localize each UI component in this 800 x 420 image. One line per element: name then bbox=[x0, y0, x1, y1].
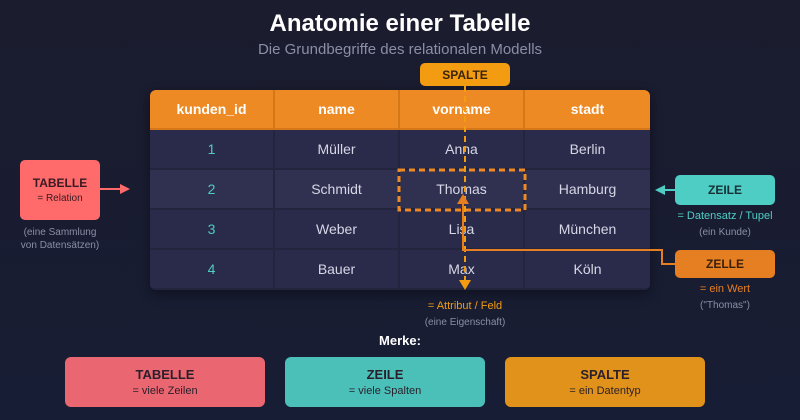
tabelle-note: von Datensätzen) bbox=[20, 240, 100, 251]
tabelle-callout-sub: = Relation bbox=[37, 193, 83, 204]
cell-arrow-head bbox=[457, 194, 469, 204]
row-arrow-head bbox=[655, 185, 665, 195]
table-cell: Köln bbox=[525, 250, 650, 290]
page-subtitle: Die Grundbegriffe des relationalen Model… bbox=[257, 41, 543, 58]
zelle-callout-title: ZELLE bbox=[706, 257, 744, 271]
cell-highlight-frame bbox=[397, 168, 527, 212]
table-cell: 2 bbox=[150, 170, 275, 210]
zelle-sub: = ein Wert bbox=[699, 283, 751, 295]
merke-card-title: TABELLE bbox=[135, 367, 195, 382]
table-cell: Bauer bbox=[275, 250, 400, 290]
zeile-callout: ZEILE bbox=[675, 175, 775, 205]
spalte-callout: SPALTE bbox=[420, 63, 510, 86]
tabelle-note: (eine Sammlung bbox=[23, 227, 97, 238]
column-header: kunden_id bbox=[150, 90, 275, 130]
column-header: vorname bbox=[400, 90, 525, 130]
merke-card-zeile: ZEILE = viele Spalten bbox=[285, 357, 485, 407]
spalte-note: (eine Eigenschaft) bbox=[424, 317, 506, 328]
merke-card-tabelle: TABELLE = viele Zeilen bbox=[65, 357, 265, 407]
column-header: stadt bbox=[525, 90, 650, 130]
table-header-row: kunden_id name vorname stadt bbox=[150, 90, 650, 130]
zeile-sub: = Datensatz / Tupel bbox=[677, 210, 773, 222]
merke-card-sub: = viele Zeilen bbox=[132, 385, 198, 397]
cell-arrow-line bbox=[462, 202, 675, 265]
table-cell: Hamburg bbox=[525, 170, 650, 210]
merke-card-title: ZEILE bbox=[366, 367, 404, 382]
zelle-callout: ZELLE bbox=[675, 250, 775, 278]
page-title: Anatomie einer Tabelle bbox=[269, 10, 531, 37]
merke-card-title: SPALTE bbox=[580, 367, 630, 382]
tabelle-callout-title: TABELLE bbox=[32, 176, 88, 190]
spalte-callout-title: SPALTE bbox=[442, 67, 488, 82]
tabelle-callout: TABELLE = Relation bbox=[20, 160, 100, 220]
zelle-note: ("Thomas") bbox=[700, 300, 750, 311]
table-cell: 4 bbox=[150, 250, 275, 290]
table-cell: 3 bbox=[150, 210, 275, 250]
merke-card-spalte: SPALTE = ein Datentyp bbox=[505, 357, 705, 407]
zeile-note: (ein Kunde) bbox=[699, 227, 751, 238]
table-cell: Weber bbox=[275, 210, 400, 250]
merke-heading: Merke: bbox=[379, 333, 421, 348]
column-header: name bbox=[275, 90, 400, 130]
merke-card-sub: = ein Datentyp bbox=[569, 385, 641, 397]
column-arrow-head bbox=[459, 280, 471, 290]
table-cell: Max bbox=[400, 250, 525, 290]
table-cell: Müller bbox=[275, 130, 400, 170]
table-row: 3 Weber Lisa München bbox=[150, 210, 650, 250]
merke-card-sub: = viele Spalten bbox=[348, 385, 422, 397]
table-cell: 1 bbox=[150, 130, 275, 170]
zeile-callout-title: ZEILE bbox=[707, 183, 742, 197]
table-cell: Berlin bbox=[525, 130, 650, 170]
table-arrow-head bbox=[120, 184, 130, 194]
tabelle-note-block: (eine Sammlung von Datensätzen) bbox=[0, 226, 120, 252]
table-row: 4 Bauer Max Köln bbox=[150, 250, 650, 290]
spalte-sub: = Attribut / Feld bbox=[427, 300, 503, 312]
